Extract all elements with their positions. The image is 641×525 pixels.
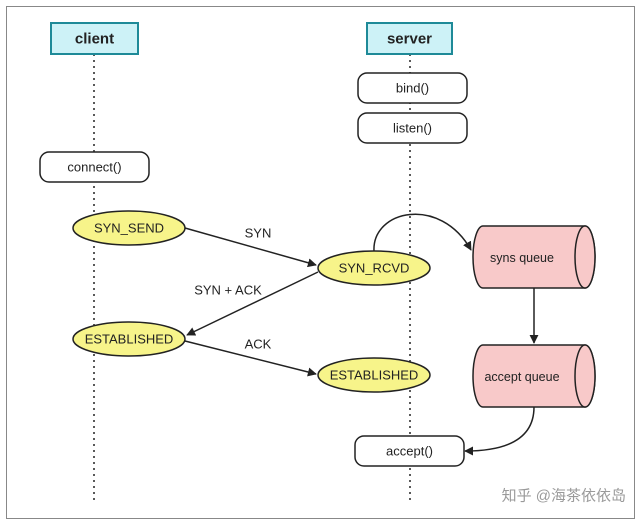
syn-send-label: SYN_SEND [94, 221, 164, 236]
ack-arrow [184, 340, 317, 377]
diagram-frame [6, 6, 635, 519]
syn-ack-message-label: SYN + ACK [194, 283, 262, 298]
bind-label: bind() [396, 81, 429, 96]
accept-call-box: accept() [354, 435, 465, 467]
server-header: server [366, 22, 453, 55]
accept-queue-to-accept-arrow [464, 406, 535, 456]
bind-call-box: bind() [357, 72, 468, 104]
listen-label: listen() [393, 121, 432, 136]
client-title: client [75, 31, 114, 48]
syn-send-state: SYN_SEND [72, 210, 186, 246]
server-title: server [387, 31, 432, 48]
ack-message-label: ACK [245, 337, 272, 352]
server-established-state: ESTABLISHED [317, 357, 431, 393]
syn-ack-arrow [186, 271, 319, 336]
syn-rcvd-state: SYN_RCVD [317, 250, 431, 286]
server-established-label: ESTABLISHED [330, 368, 419, 383]
connect-call-box: connect() [39, 151, 150, 183]
accept-label: accept() [386, 444, 433, 459]
syns-queue-cylinder: syns queue [472, 225, 596, 289]
accept-queue-cylinder: accept queue [472, 344, 596, 408]
syn-message-label: SYN [245, 226, 272, 241]
client-header: client [50, 22, 139, 55]
syns-queue-label: syns queue [490, 251, 554, 265]
client-established-state: ESTABLISHED [72, 321, 186, 357]
accept-queue-label: accept queue [484, 370, 559, 384]
connect-label: connect() [67, 160, 121, 175]
watermark-text: 知乎 @海茶依依岛 [502, 488, 626, 505]
client-established-label: ESTABLISHED [85, 332, 174, 347]
syn-rcvd-label: SYN_RCVD [339, 261, 410, 276]
listen-call-box: listen() [357, 112, 468, 144]
syn-rcvd-to-queue-arrow [373, 213, 472, 252]
syn-arrow [184, 227, 317, 268]
